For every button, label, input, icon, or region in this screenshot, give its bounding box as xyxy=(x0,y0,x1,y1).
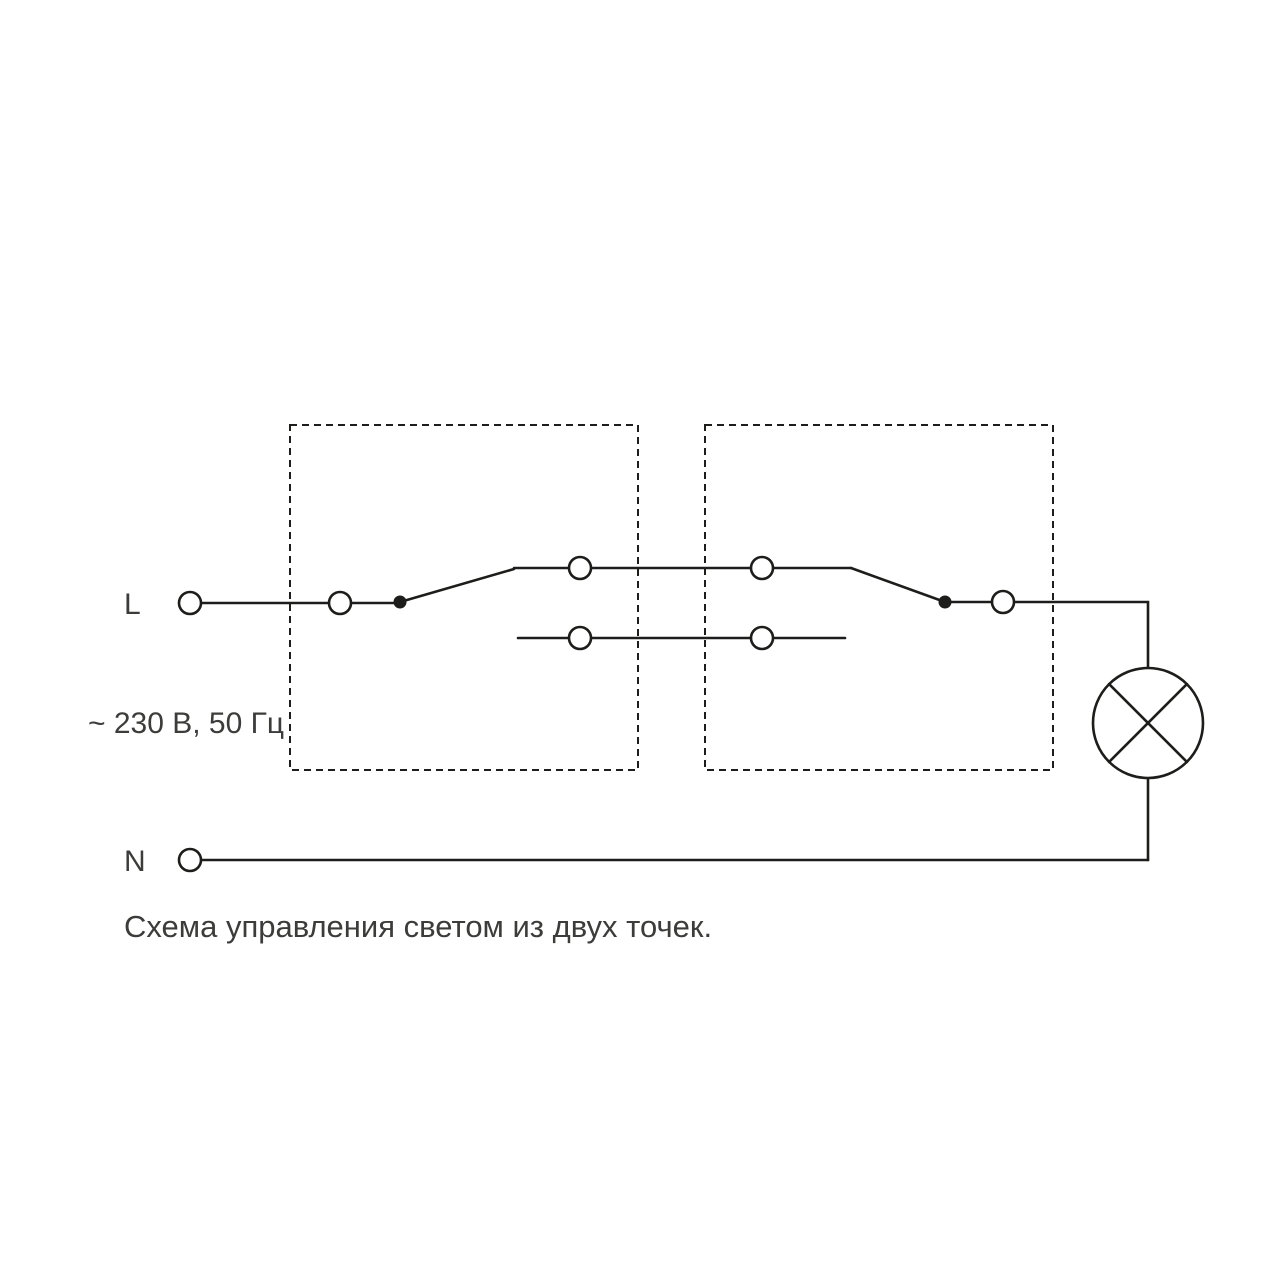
terminal-switch-left-common xyxy=(327,590,353,616)
lamp-icon xyxy=(1091,666,1205,780)
voltage-label: ~ 230 В, 50 Гц xyxy=(88,707,284,740)
switch-pivots xyxy=(393,595,952,609)
lamp-cross-line-2 xyxy=(1107,682,1189,764)
switch-box-right-dashed-outline xyxy=(704,424,1054,771)
diagram-caption: Схема управления светом из двух точек. xyxy=(124,909,712,944)
live-label: L xyxy=(124,588,141,621)
switch-lever-right xyxy=(849,566,947,604)
terminal-switch-right-common xyxy=(990,589,1016,615)
neutral-label: N xyxy=(124,845,146,878)
lamp-feed-wire xyxy=(943,600,1150,670)
switch-pivot-dot-right xyxy=(938,595,952,609)
terminal-switch-right-bottom xyxy=(749,625,775,651)
terminal-neutral-input xyxy=(177,847,203,873)
terminal-switch-right-top xyxy=(749,555,775,581)
wires xyxy=(188,566,1150,862)
switch-pivot-dot-left xyxy=(393,595,407,609)
terminal-switch-left-top xyxy=(567,555,593,581)
terminal-live-input xyxy=(177,590,203,616)
terminals xyxy=(177,555,1016,873)
terminal-switch-left-bottom xyxy=(567,625,593,651)
switch-box-left-dashed-outline xyxy=(289,424,639,771)
switch-lever-left xyxy=(398,567,516,604)
